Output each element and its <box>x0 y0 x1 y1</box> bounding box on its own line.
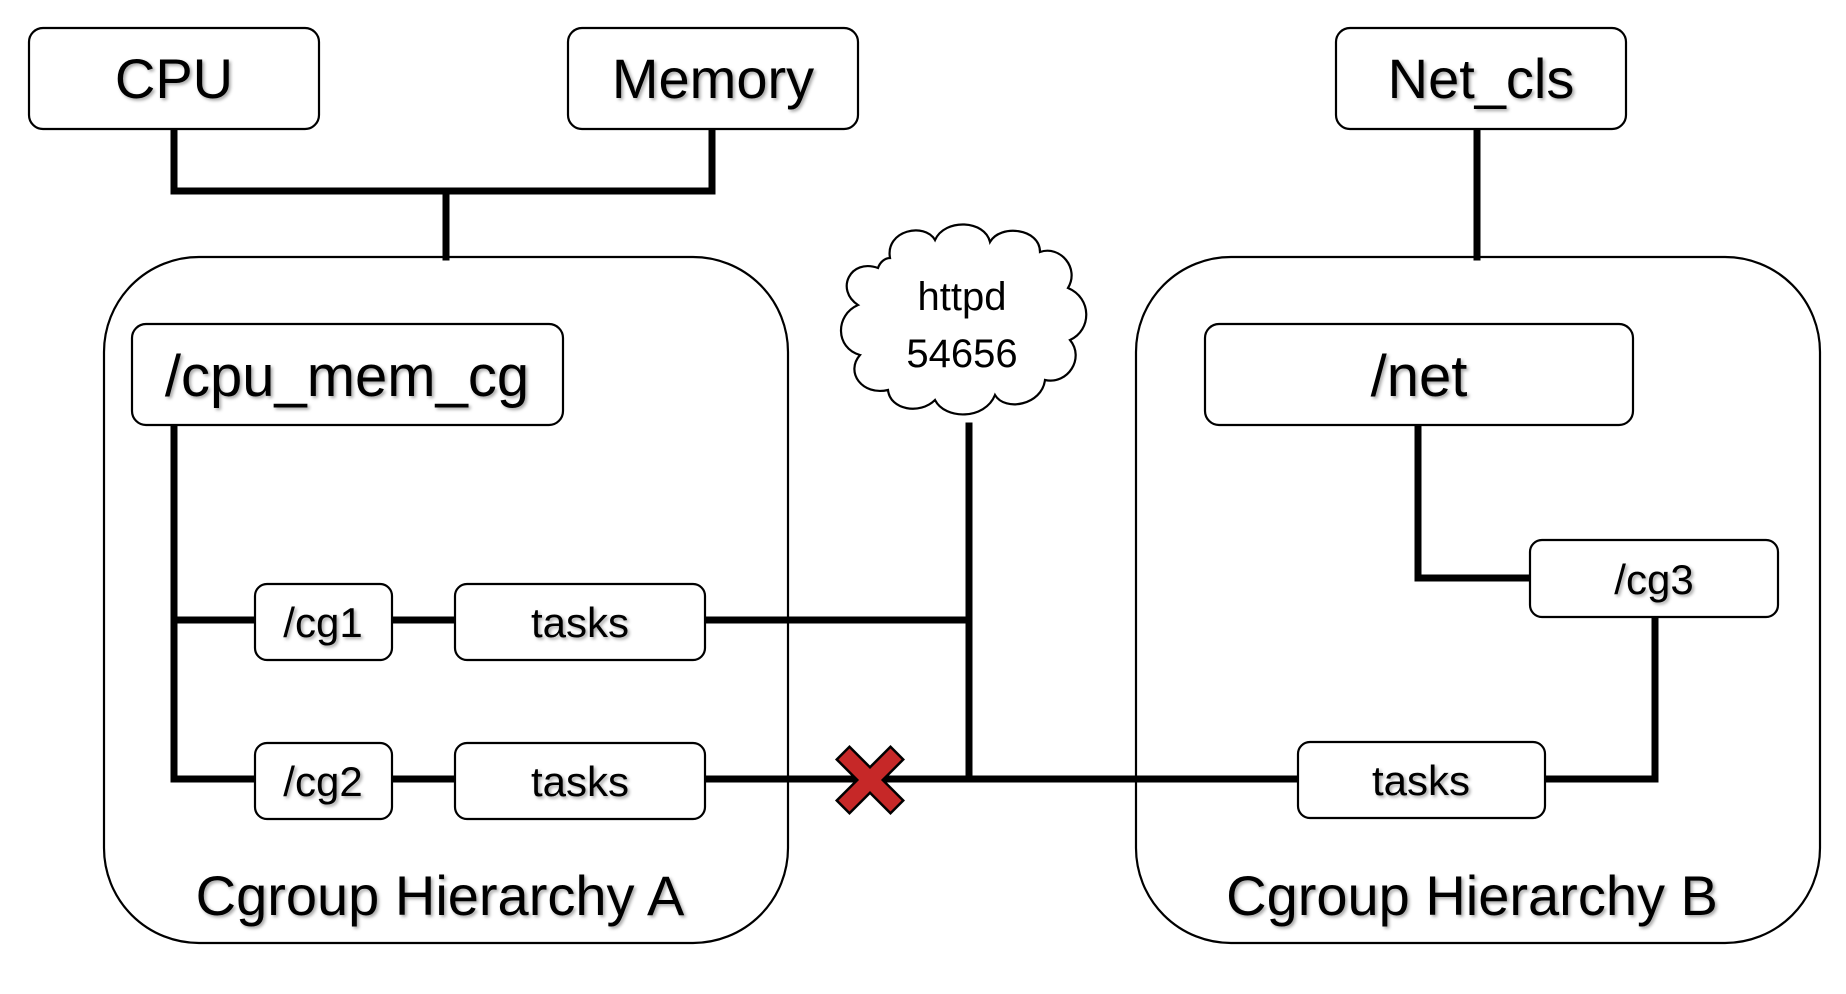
memory-controller: Memory <box>566 26 860 131</box>
cg1-node: /cg1 <box>253 582 394 662</box>
tasks1-label: tasks <box>531 599 629 646</box>
hierarchy-a-title: Cgroup Hierarchy A <box>196 864 685 927</box>
x-mark-icon <box>834 744 906 816</box>
tasks2-label: tasks <box>531 758 629 805</box>
cg2-label: /cg2 <box>283 758 362 805</box>
net-node: /net <box>1203 322 1635 427</box>
cpu-mem-cg-node: /cpu_mem_cg <box>130 322 565 427</box>
cloud-icon <box>839 223 1088 416</box>
tasks2-node: tasks <box>453 741 707 821</box>
net-cls-label: Net_cls <box>1388 47 1575 110</box>
hierarchy-b-title: Cgroup Hierarchy B <box>1226 864 1718 927</box>
process-pid-label: 54656 <box>906 332 1017 376</box>
cg3-node: /cg3 <box>1528 538 1780 619</box>
cpu-mem-cg-label: /cpu_mem_cg <box>165 344 529 409</box>
connections <box>170 126 1659 783</box>
tasks3-node: tasks <box>1296 740 1547 820</box>
net-cls-controller: Net_cls <box>1334 26 1628 131</box>
cpu-memory-connector <box>170 126 716 195</box>
cg3-to-tasks-line <box>1541 614 1659 783</box>
tasks3-label: tasks <box>1372 757 1470 804</box>
cg2-node: /cg2 <box>253 741 394 821</box>
cpu-label: CPU <box>115 47 233 110</box>
net-label: /net <box>1371 344 1468 409</box>
hierarchy-a-tree-line <box>170 422 259 783</box>
net-to-cg3-line <box>1414 422 1534 582</box>
process-name-label: httpd <box>918 275 1007 319</box>
cpu-controller: CPU <box>27 26 321 131</box>
cg1-label: /cg1 <box>283 599 362 646</box>
httpd-process: httpd 54656 <box>839 223 1088 416</box>
cg3-label: /cg3 <box>1614 556 1693 603</box>
tasks1-node: tasks <box>453 582 707 662</box>
memory-label: Memory <box>612 47 814 110</box>
